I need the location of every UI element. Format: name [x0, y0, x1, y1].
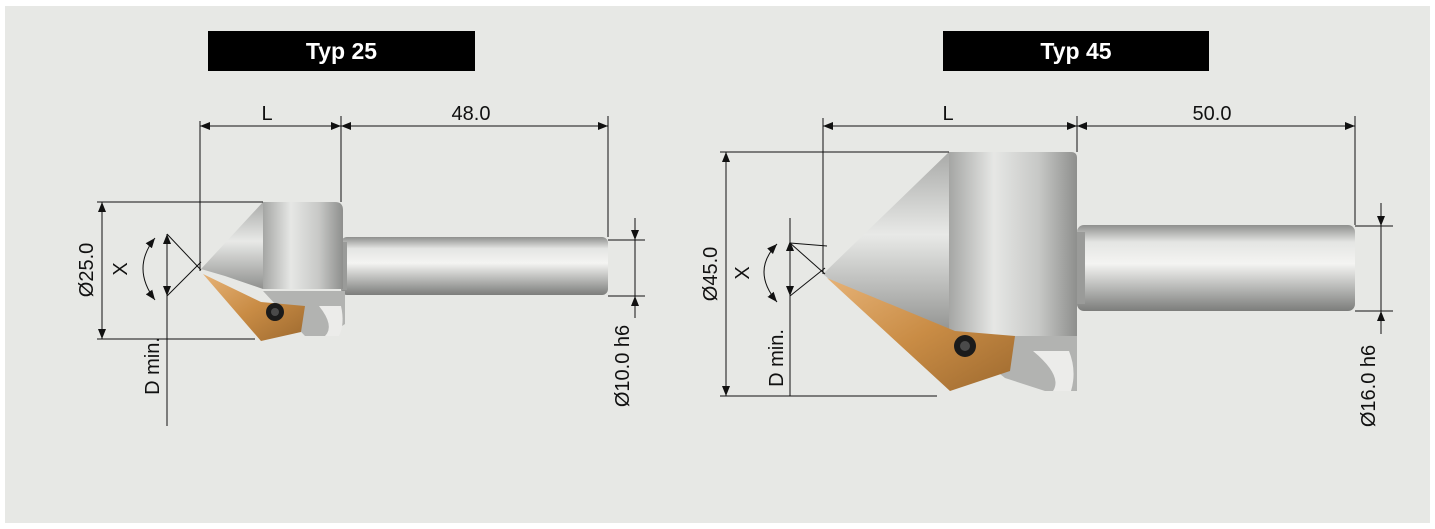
shank-length-typ-45: 50.0 [1193, 103, 1232, 125]
angle-label-typ-45: X [732, 266, 754, 279]
body-diameter-typ-45: Ø45.0 [700, 247, 722, 301]
length-label-typ-25: L [261, 103, 272, 125]
typ-25-title: Typ 25 [208, 31, 475, 71]
tool-typ-25: L 48.0 Ø25.0 Ø10.0 h6 X D min. [76, 103, 645, 426]
angle-label-typ-25: X [110, 262, 132, 275]
cone-typ-25 [201, 202, 263, 289]
min-diameter-typ-25: D min. [142, 337, 164, 395]
shank-typ-45 [1077, 225, 1355, 311]
shank-diameter-typ-45: Ø16.0 h6 [1358, 345, 1380, 427]
shank-length-typ-25: 48.0 [452, 103, 491, 125]
drawing-panel: Typ 25 Typ 45 [5, 6, 1430, 523]
shank-diameter-typ-25: Ø10.0 h6 [612, 325, 634, 407]
min-diameter-typ-45: D min. [766, 329, 788, 387]
shank-typ-25 [341, 237, 608, 295]
body-diameter-typ-25: Ø25.0 [76, 243, 98, 297]
insert-typ-45 [827, 278, 1015, 391]
insert-typ-25 [203, 274, 305, 341]
tool-typ-45: L 50.0 Ø45.0 Ø16.0 h6 X D min. [700, 103, 1393, 427]
body-typ-45 [949, 152, 1077, 336]
body-typ-25 [263, 202, 343, 289]
technical-drawing: L 48.0 Ø25.0 Ø10.0 h6 X D min. [76, 103, 1393, 427]
chip-pocket-typ-25 [263, 291, 345, 336]
length-label-typ-45: L [942, 103, 953, 125]
typ-45-title: Typ 45 [943, 31, 1209, 71]
